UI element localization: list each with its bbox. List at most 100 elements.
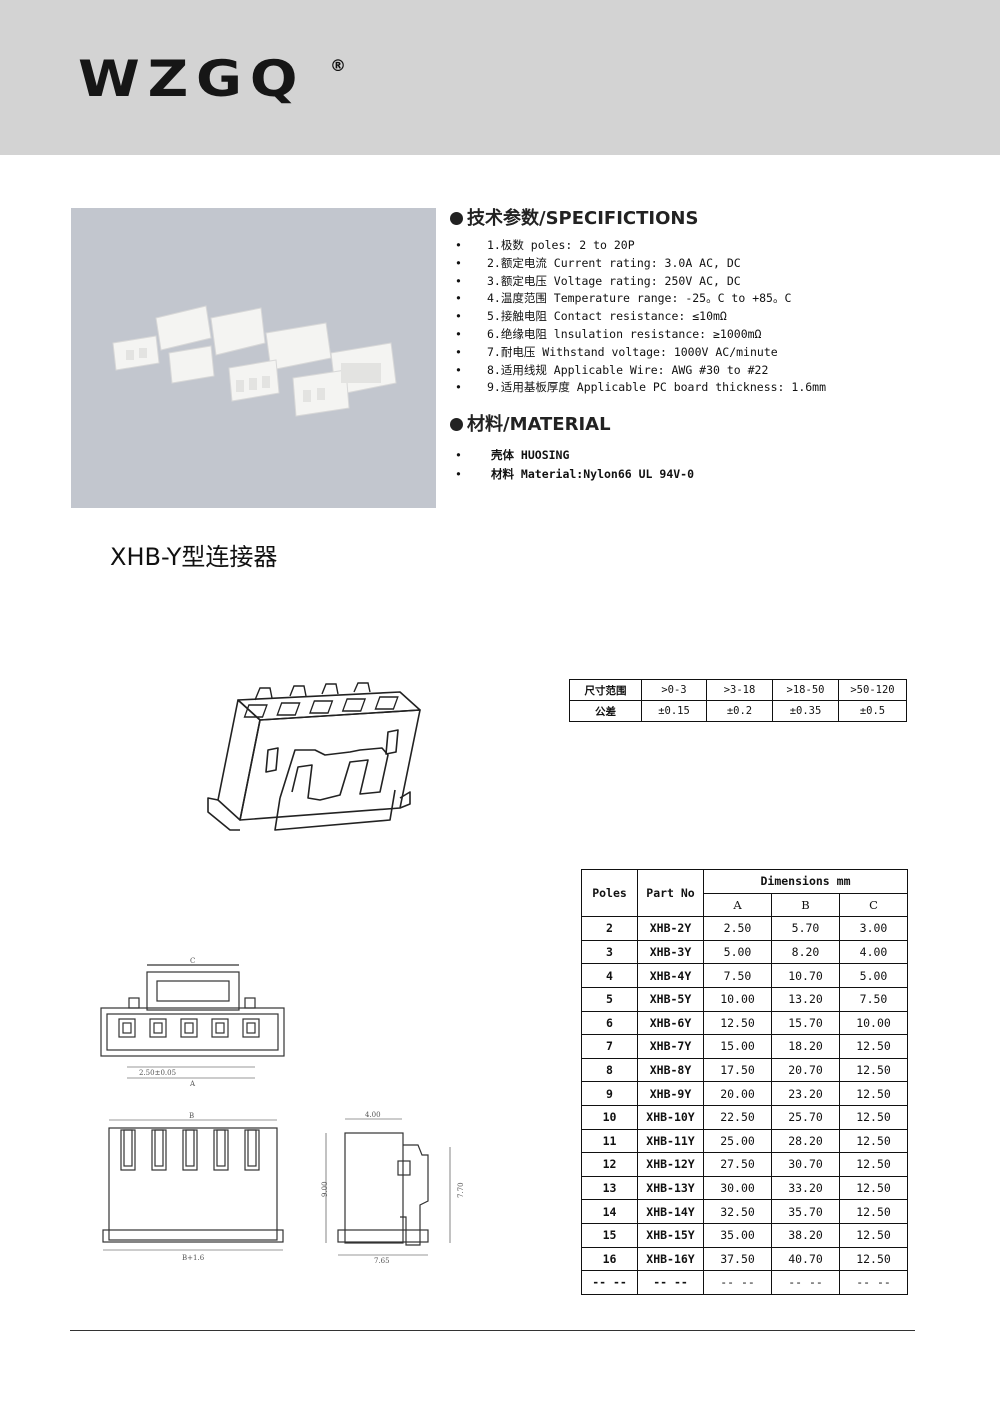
registered-mark: ® — [330, 56, 346, 75]
table-cell: 12.50 — [839, 1199, 908, 1224]
list-item: •5.接触电阻 Contact resistance: ≤10mΩ — [455, 309, 727, 324]
specifications-heading: 技术参数/SPECIFICTIONS — [450, 204, 698, 230]
connector-photo-illustration — [112, 305, 397, 417]
table-cell: 16 — [581, 1246, 638, 1272]
table-cell: 15.00 — [703, 1034, 772, 1059]
table-cell: 27.50 — [703, 1152, 772, 1177]
table-cell: XHB-13Y — [637, 1175, 704, 1201]
dim-label-b: B — [189, 1112, 194, 1120]
table-cell: XHB-6Y — [637, 1010, 704, 1036]
list-item: •8.适用线规 Applicable Wire: AWG #30 to #22 — [455, 362, 769, 377]
column-header: B — [771, 892, 840, 918]
table-cell: 30.70 — [771, 1152, 840, 1177]
table-cell: 35.70 — [771, 1199, 840, 1224]
table-cell: 11 — [581, 1128, 638, 1154]
table-cell: 尺寸范围 — [569, 679, 642, 701]
table-cell: 4 — [581, 963, 638, 988]
table-cell: 7.50 — [839, 986, 908, 1012]
table-cell: ±0.35 — [772, 700, 839, 722]
table-cell: 10.00 — [703, 986, 772, 1012]
table-row: 公差 ±0.15 ±0.2 ±0.35 ±0.5 — [569, 700, 907, 722]
list-item: •3.额定电压 Voltage rating: 250V AC, DC — [455, 273, 741, 288]
table-cell: XHB-4Y — [637, 963, 704, 988]
table-cell: XHB-7Y — [637, 1034, 704, 1059]
table-cell: 5.70 — [771, 916, 840, 941]
dim-label-9: 9.00 — [321, 1181, 329, 1197]
table-cell: 30.00 — [703, 1175, 772, 1201]
table-cell: 3 — [581, 939, 638, 965]
table-cell: XHB-8Y — [637, 1057, 704, 1083]
bottom-view-drawing: B B+1.6 — [102, 1112, 284, 1262]
table-cell: 18.20 — [771, 1034, 840, 1059]
table-cell: 5.00 — [703, 939, 772, 965]
table-cell: 10.00 — [839, 1010, 908, 1036]
column-header: Dimensions mm — [703, 869, 908, 894]
dim-label-c: C — [190, 957, 195, 965]
table-cell: 37.50 — [703, 1246, 772, 1272]
dim-label-7-65: 7.65 — [374, 1257, 390, 1265]
material-list: •壳体 HUOSING •材料 Material:Nylon66 UL 94V-… — [455, 446, 694, 484]
table-cell: -- -- — [839, 1270, 908, 1295]
list-item: •壳体 HUOSING — [455, 448, 570, 462]
table-cell: 15.70 — [771, 1010, 840, 1036]
list-item: •2.额定电流 Current rating: 3.0A AC, DC — [455, 255, 741, 270]
dim-label-4: 4.00 — [365, 1111, 381, 1119]
table-cell: 公差 — [569, 700, 642, 722]
table-cell: 20.70 — [771, 1057, 840, 1083]
brand-logo: WZGQ — [78, 50, 306, 108]
table-cell: 12 — [581, 1152, 638, 1177]
table-cell: 8.20 — [771, 939, 840, 965]
table-header-row: A B C — [582, 892, 908, 918]
table-cell: -- -- — [771, 1270, 840, 1295]
column-header: Part No — [637, 868, 704, 918]
table-cell: 12.50 — [839, 1057, 908, 1083]
list-item: •9.适用基板厚度 Applicable PC board thickness:… — [455, 380, 827, 395]
table-cell: XHB-14Y — [637, 1199, 704, 1224]
table-cell: 5 — [581, 986, 638, 1012]
column-header: A — [703, 892, 772, 918]
list-item: •6.绝缘电阻 lnsulation resistance: ≥1000mΩ — [455, 326, 762, 341]
table-cell: 3.00 — [839, 916, 908, 941]
table-cell: 12.50 — [839, 1104, 908, 1130]
product-title: XHB-Y型连接器 — [110, 543, 278, 571]
table-cell: 5.00 — [839, 963, 908, 988]
footer-divider — [70, 1330, 915, 1331]
table-cell: >3-18 — [706, 679, 773, 701]
column-header: C — [839, 892, 908, 918]
table-cell: XHB-2Y — [637, 916, 704, 941]
table-cell: 25.70 — [771, 1104, 840, 1130]
front-view-drawing: C 2.50±0.05 A — [100, 957, 285, 1088]
table-cell: 22.50 — [703, 1104, 772, 1130]
dim-label-pitch: 2.50±0.05 — [139, 1069, 176, 1077]
table-cell: -- -- — [703, 1270, 772, 1295]
table-cell: 10 — [581, 1104, 638, 1130]
table-cell: 33.20 — [771, 1175, 840, 1201]
table-cell: XHB-15Y — [637, 1222, 704, 1248]
tolerance-table: 尺寸范围 >0-3 >3-18 >18-50 >50-120 公差 ±0.15 … — [569, 679, 907, 722]
table-cell: >0-3 — [641, 679, 707, 701]
table-cell: 12.50 — [839, 1034, 908, 1059]
table-cell: XHB-5Y — [637, 986, 704, 1012]
table-cell: 23.20 — [771, 1081, 840, 1106]
table-cell: 17.50 — [703, 1057, 772, 1083]
table-cell: XHB-3Y — [637, 939, 704, 965]
material-title: 材料/MATERIAL — [467, 414, 611, 435]
table-cell: 13.20 — [771, 986, 840, 1012]
list-item: •4.温度范围 Temperature range: -25。C to +85。… — [455, 291, 792, 306]
table-cell: 10.70 — [771, 963, 840, 988]
table-cell: 15 — [581, 1222, 638, 1248]
